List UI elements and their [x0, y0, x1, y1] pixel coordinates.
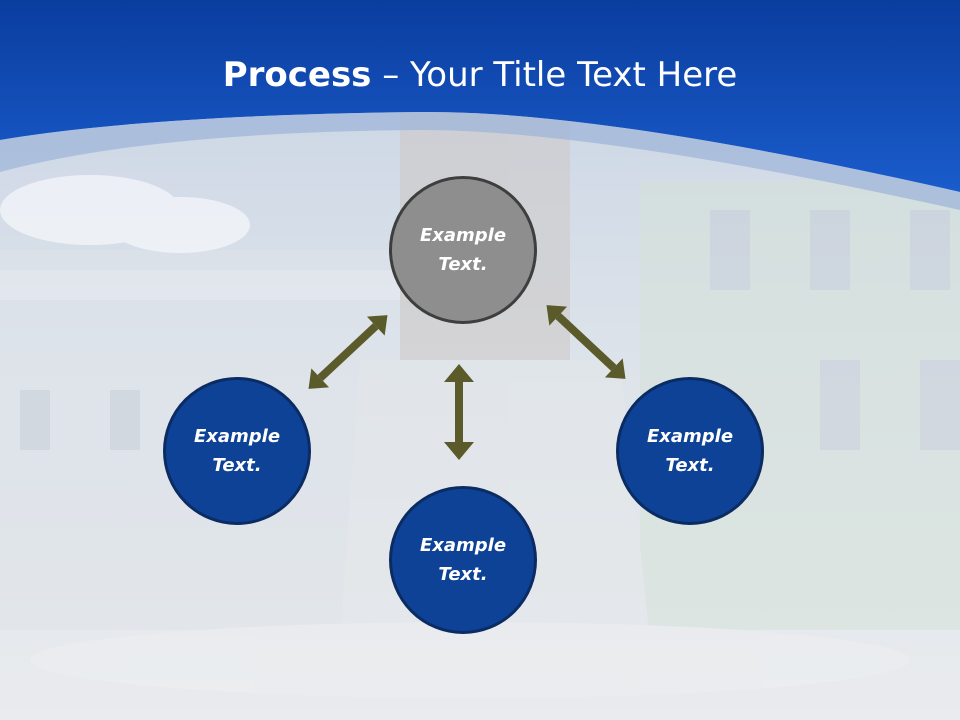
- title-bold: Process: [222, 55, 372, 95]
- title-rest: – Your Title Text Here: [371, 55, 738, 95]
- cloud-shapes: [0, 175, 250, 253]
- node-top-text: Example Text.: [419, 225, 507, 275]
- node-right-text: Example Text.: [646, 426, 734, 476]
- process-node-top: Example Text.: [389, 176, 537, 324]
- node-left-text: Example Text.: [193, 426, 281, 476]
- process-node-bottom: Example Text.: [389, 486, 537, 634]
- process-node-right: Example Text.: [616, 377, 764, 525]
- process-node-left: Example Text.: [163, 377, 311, 525]
- arrow-top-left: [308, 315, 388, 389]
- arrow-vertical: [444, 364, 474, 460]
- slide-title: Process – Your Title Text Here: [0, 52, 960, 98]
- arrow-top-right: [546, 305, 626, 379]
- node-bottom-text: Example Text.: [419, 535, 507, 585]
